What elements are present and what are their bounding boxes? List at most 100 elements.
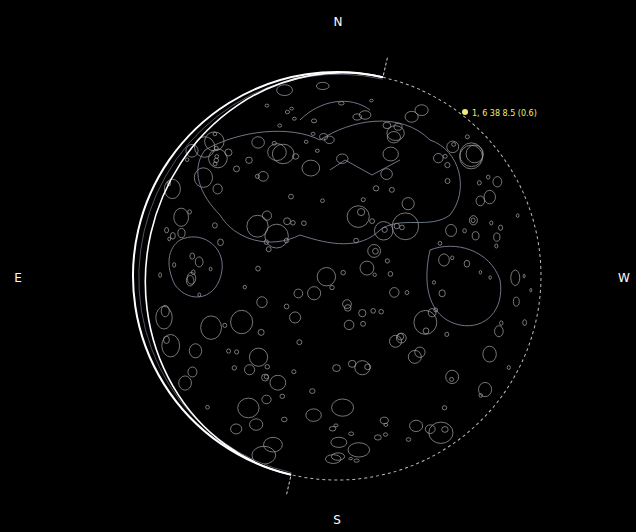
crater-outline (162, 334, 180, 356)
crater-outline (294, 289, 303, 298)
crater-outline (446, 370, 459, 383)
crater-outline (265, 365, 270, 369)
crater-outline (439, 290, 445, 297)
crater-outline (371, 308, 376, 313)
crater-outline (370, 99, 374, 102)
crater-outline (415, 347, 425, 357)
crater-outline (500, 321, 503, 325)
compass-letter: S (333, 513, 341, 527)
crater-outline (218, 239, 224, 246)
crater-outline (213, 132, 217, 136)
crater-outline (479, 394, 483, 398)
crater-outline (414, 310, 437, 334)
crater-outline (292, 370, 296, 374)
crater-outline (494, 233, 500, 241)
crater-outline (451, 256, 454, 260)
crater-outline (264, 437, 283, 452)
crater-outline (235, 350, 239, 354)
crater-outline (390, 288, 399, 298)
crater-outline (415, 105, 428, 116)
crater-outline (250, 419, 263, 430)
crater-outline (291, 221, 296, 226)
crater-outline (168, 237, 171, 241)
crater-outline (194, 168, 212, 188)
crater-outline (523, 320, 527, 326)
crater-outline (373, 248, 379, 254)
crater-outline (231, 424, 242, 434)
crater-outline (223, 323, 227, 327)
crater-outline (495, 244, 498, 248)
crater-outline (439, 254, 450, 266)
crater-outline (484, 190, 495, 203)
crater-outline (394, 123, 402, 130)
crater-outline (262, 211, 271, 220)
crater-outline (397, 333, 404, 340)
crater-outline (320, 134, 328, 140)
crater-outline (268, 144, 287, 161)
crater-outline (374, 435, 381, 440)
crater-outline (209, 149, 228, 168)
crater-outline (410, 420, 423, 431)
crater-outline (499, 225, 503, 230)
crater-outline (472, 232, 479, 240)
crater-outline (355, 361, 370, 375)
crater-outline (489, 276, 491, 280)
crater-outline (463, 229, 467, 233)
crater-outline (333, 365, 341, 372)
crater-outline (266, 247, 271, 252)
crater-outline (360, 261, 374, 275)
crater-outline (293, 117, 297, 120)
crater-outline (434, 153, 444, 162)
crater-outline (249, 348, 267, 366)
crater-outline (425, 425, 435, 434)
compass-letter: N (334, 15, 343, 29)
crater-outline (380, 417, 388, 424)
crater-outline (215, 155, 219, 159)
crater-outline (447, 141, 459, 153)
crater-outline (174, 208, 189, 226)
crater-outline (164, 336, 170, 343)
crater-outline (256, 266, 261, 271)
crater-outline (173, 263, 176, 268)
crater-outline (198, 293, 201, 297)
crater-outline (338, 102, 344, 105)
crater-outline (429, 422, 453, 443)
crater-outline (170, 233, 175, 240)
crater-outline (212, 223, 217, 228)
crater-outline (262, 374, 269, 381)
crater-outline (373, 273, 376, 276)
crater-outline (383, 433, 387, 436)
crater-outline (406, 438, 411, 442)
crater-outline (516, 214, 519, 218)
crater-outline (245, 365, 255, 375)
crater-outline (280, 394, 285, 398)
crater-outline (238, 398, 259, 418)
crater-outline (344, 320, 354, 329)
crater-outline (258, 329, 264, 335)
crater-outline (513, 297, 519, 306)
crater-outline (368, 245, 381, 258)
crater-outline (343, 300, 352, 309)
crater-outline (262, 395, 271, 404)
crater-outline (379, 309, 384, 314)
crater-outline (471, 218, 475, 223)
crater-outline (523, 274, 525, 278)
crater-outline (460, 145, 483, 169)
crater-outlines (156, 82, 532, 464)
crater-outline (483, 346, 496, 362)
crater-outline (423, 328, 429, 334)
crater-outline (191, 270, 195, 275)
crater-outline (258, 171, 268, 181)
crater-outline (179, 376, 192, 390)
crater-outline (438, 241, 442, 245)
crater-outline (349, 432, 354, 436)
crater-outline (387, 132, 400, 143)
crater-outline (213, 184, 222, 194)
crater-outline (357, 208, 364, 215)
crater-outline (460, 143, 483, 167)
crater-outline (381, 169, 393, 180)
crater-outline (348, 443, 370, 457)
crater-outline (374, 222, 392, 240)
crater-outline (452, 142, 456, 146)
